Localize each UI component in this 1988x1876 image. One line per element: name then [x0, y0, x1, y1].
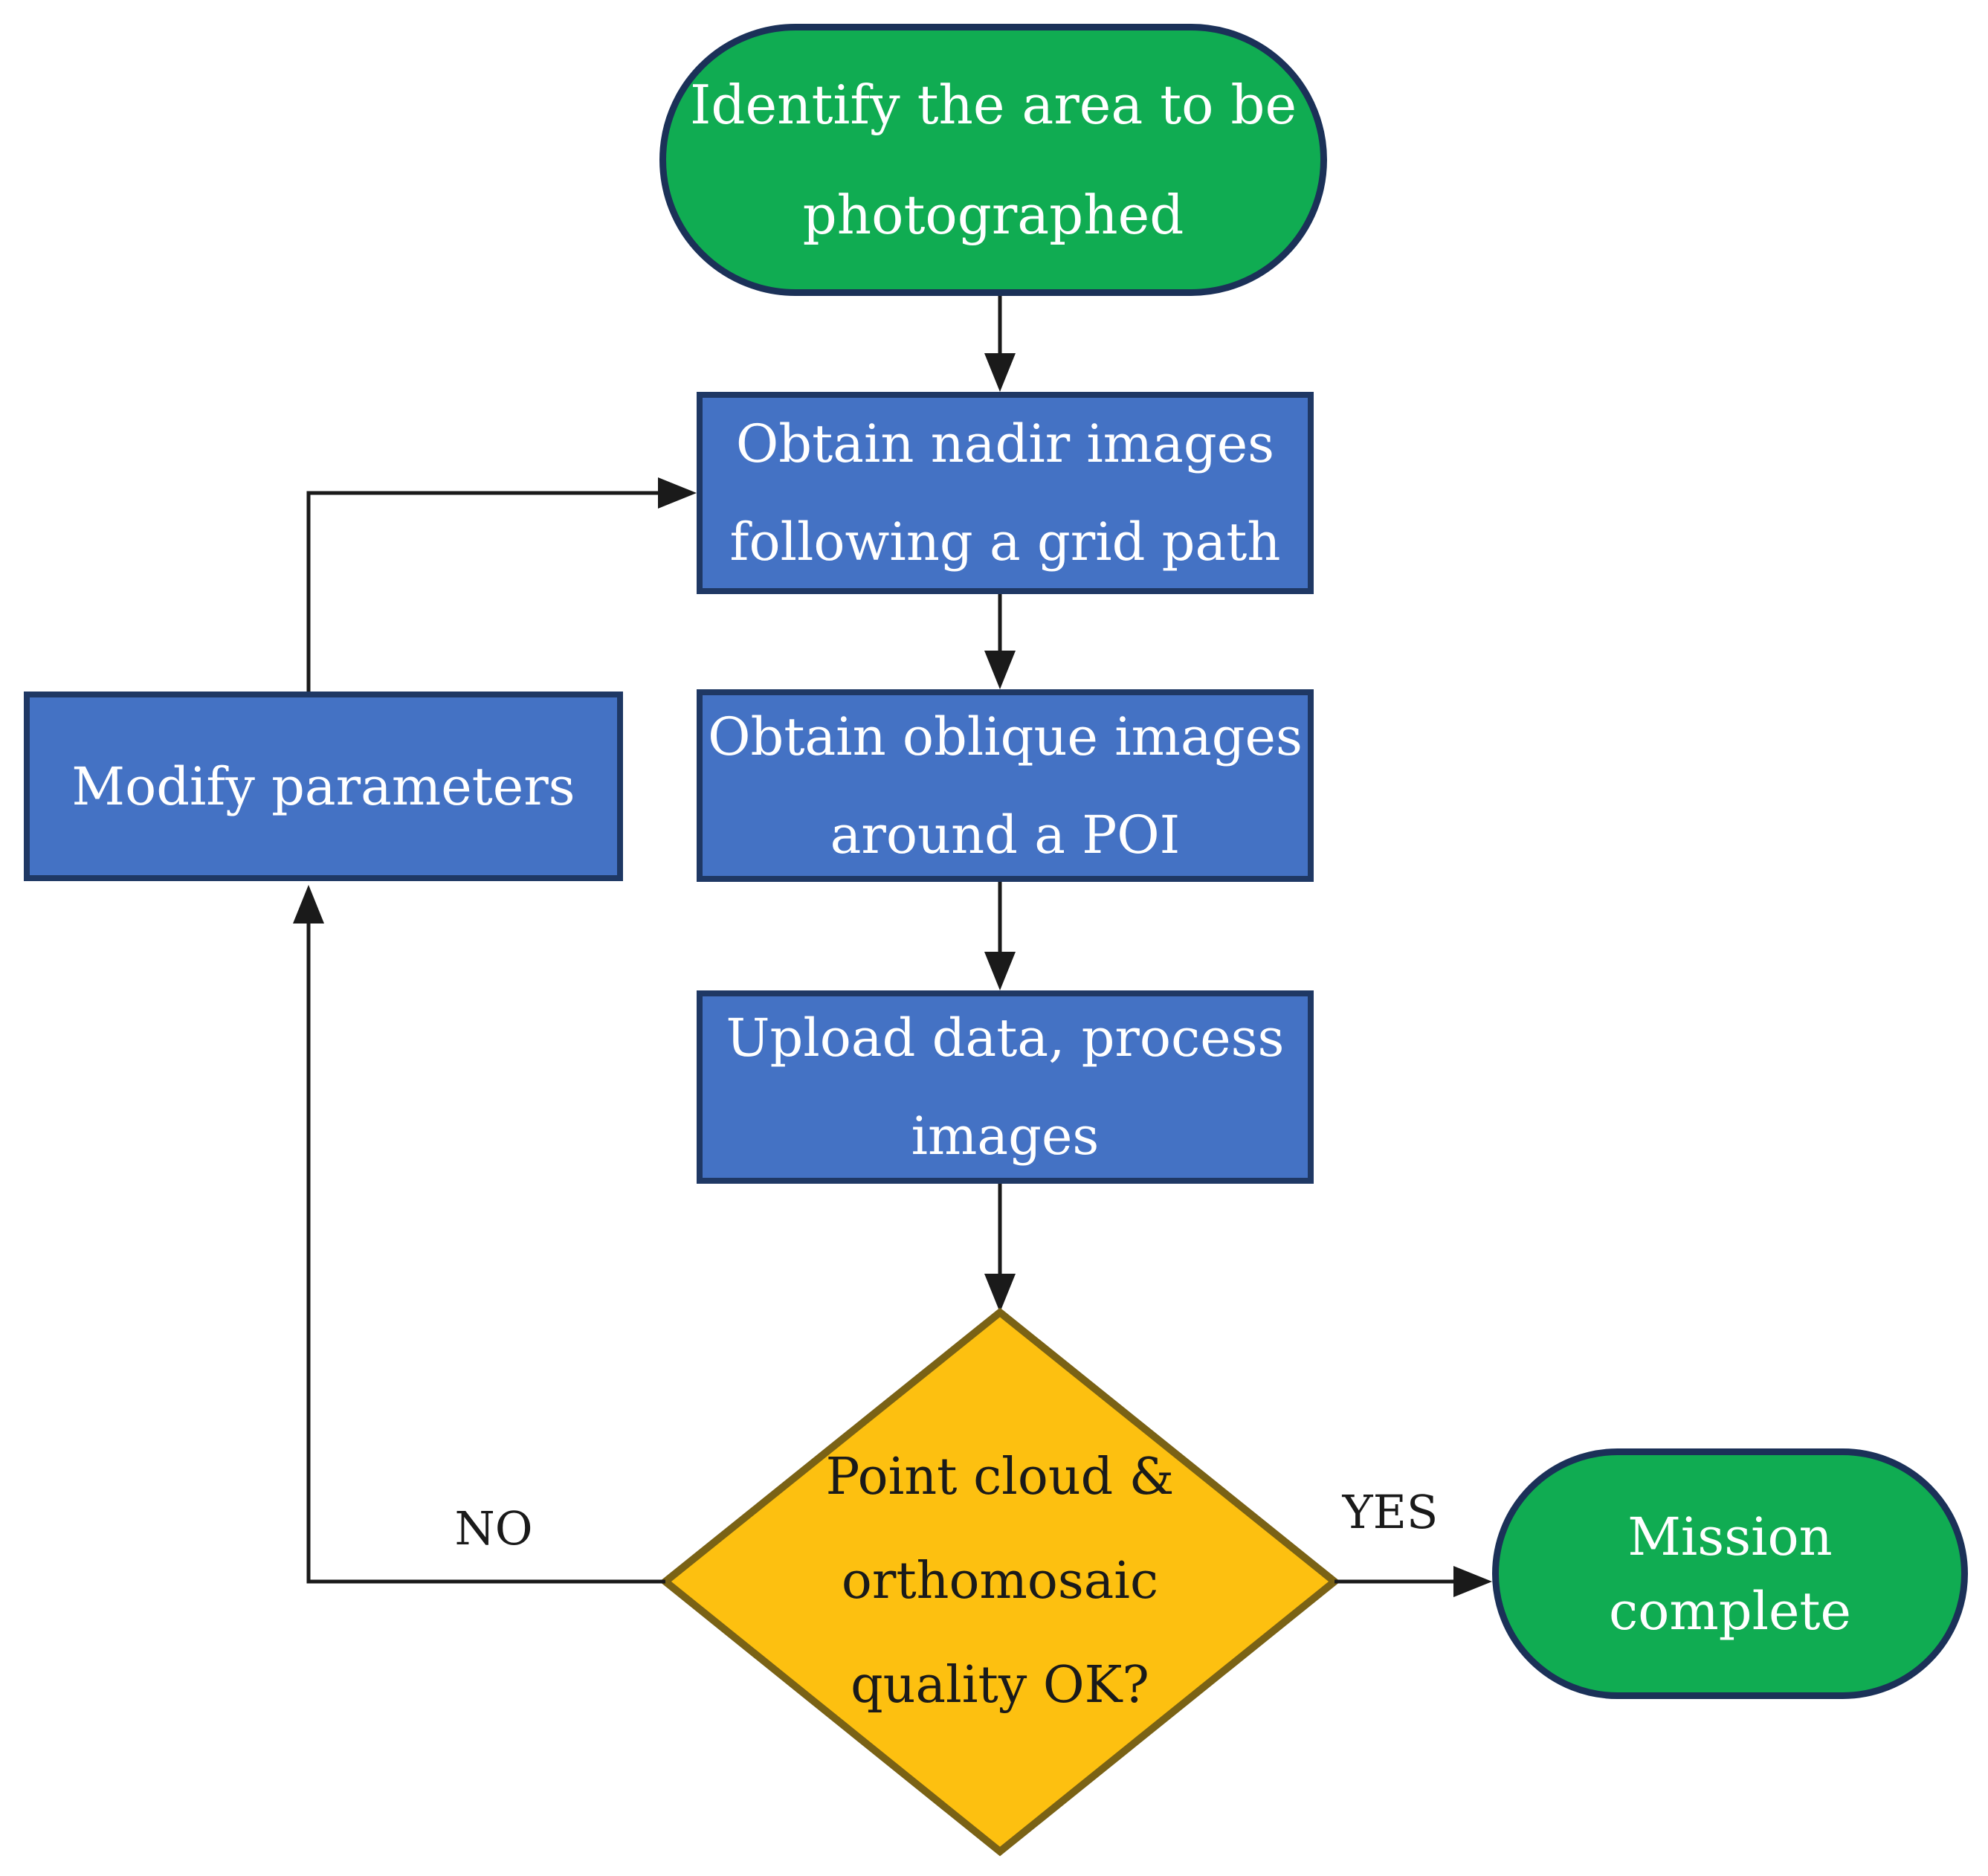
- arrowhead-oblique-to-upload: [984, 952, 1016, 990]
- edge-label-no: NO: [454, 1501, 533, 1556]
- node-mission-complete: Mission complete: [1492, 1448, 1968, 1699]
- arrowhead-upload-to-decision: [984, 1274, 1016, 1312]
- node-modify-parameters: Modify parameters: [24, 692, 623, 881]
- node-identify-area: Identify the area to be photographed: [659, 24, 1327, 296]
- node-decision-quality-shape: [659, 1307, 1340, 1857]
- node-obtain-nadir-label: Obtain nadir images following a grid pat…: [729, 413, 1281, 573]
- connector-modify-to-nadir: [306, 491, 673, 692]
- node-identify-area-label: Identify the area to be photographed: [689, 74, 1297, 246]
- node-upload-process: Upload data, process images: [697, 990, 1314, 1184]
- edge-label-yes: YES: [1342, 1485, 1439, 1539]
- node-obtain-oblique: Obtain oblique images around a POI: [697, 689, 1314, 882]
- node-decision-quality-label: Point cloud & orthomosaic quality OK?: [825, 1448, 1175, 1715]
- arrowhead-nadir-to-oblique: [984, 651, 1016, 689]
- arrowhead-modify-to-nadir: [658, 477, 697, 509]
- arrowhead-start-to-nadir: [984, 353, 1016, 392]
- node-modify-parameters-label: Modify parameters: [71, 755, 575, 817]
- node-obtain-nadir: Obtain nadir images following a grid pat…: [697, 392, 1314, 594]
- connector-no-to-modify: [306, 915, 665, 1584]
- arrowhead-no-to-modify: [293, 885, 324, 924]
- node-upload-process-label: Upload data, process images: [726, 1008, 1285, 1167]
- node-obtain-oblique-label: Obtain oblique images around a POI: [708, 706, 1303, 866]
- arrowhead-yes-to-end: [1453, 1566, 1492, 1597]
- node-mission-complete-label: Mission complete: [1609, 1506, 1851, 1642]
